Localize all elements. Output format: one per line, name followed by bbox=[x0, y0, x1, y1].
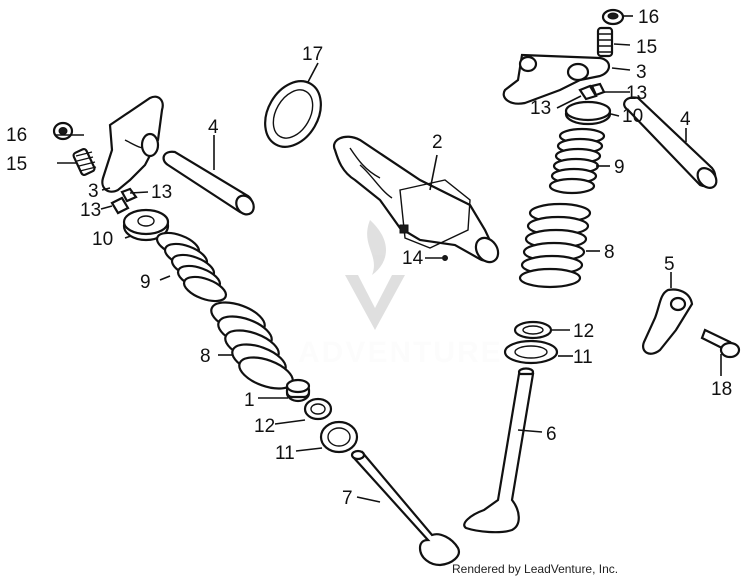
callout-13-left-a: 13 bbox=[151, 182, 172, 203]
part-4-right-rocker-shaft bbox=[623, 96, 718, 189]
part-4-left-rocker-shaft bbox=[162, 150, 255, 216]
part-13-left-collets bbox=[110, 187, 138, 215]
callout-9-right: 9 bbox=[614, 157, 625, 178]
callout-16-left: 16 bbox=[6, 125, 27, 146]
leader-lines bbox=[56, 15, 722, 503]
callout-13-right-b: 13 bbox=[530, 98, 551, 119]
part-13-right-collets bbox=[578, 82, 606, 101]
part-9-right-inner-spring bbox=[548, 127, 606, 195]
part-12-left-washer bbox=[303, 397, 333, 421]
callout-15-left: 15 bbox=[6, 154, 27, 175]
callout-17: 17 bbox=[302, 44, 323, 65]
part-8-right-outer-spring bbox=[518, 202, 592, 289]
callout-13-right-a: 13 bbox=[626, 83, 647, 104]
callout-10-left: 10 bbox=[92, 229, 113, 250]
callout-13-left-b: 13 bbox=[80, 200, 101, 221]
part-8-left-outer-spring bbox=[210, 301, 294, 390]
callout-5: 5 bbox=[664, 254, 675, 275]
callout-3-left: 3 bbox=[88, 181, 99, 202]
part-11-right-seat bbox=[503, 339, 559, 365]
callout-3-right: 3 bbox=[636, 62, 647, 83]
part-9-left-inner-spring bbox=[155, 231, 228, 303]
part-12-right-washer bbox=[513, 320, 553, 340]
callout-11-right: 11 bbox=[573, 347, 593, 368]
render-credit: Rendered by LeadVenture, Inc. bbox=[452, 562, 619, 576]
callout-11-left: 11 bbox=[275, 443, 295, 464]
part-10-left-retainer bbox=[122, 208, 170, 242]
callouts: 17 2 4 4 16 15 3 13 13 10 9 8 1 12 11 7 … bbox=[6, 7, 732, 509]
part-10-right-retainer bbox=[564, 100, 612, 126]
callout-16-right: 16 bbox=[638, 7, 659, 28]
callout-6: 6 bbox=[546, 424, 557, 445]
part-16-right-nut bbox=[601, 8, 625, 26]
callout-15-right: 15 bbox=[636, 37, 657, 58]
part-2-camshaft bbox=[332, 135, 500, 264]
callout-2: 2 bbox=[432, 132, 443, 153]
part-11-left-seat bbox=[319, 420, 359, 454]
part-1-stem-seal bbox=[285, 378, 311, 403]
callout-4-left: 4 bbox=[208, 117, 219, 138]
part-18-bolt bbox=[700, 328, 741, 359]
callout-18: 18 bbox=[711, 379, 732, 400]
callout-8-left: 8 bbox=[200, 346, 211, 367]
callout-4-right: 4 bbox=[680, 109, 691, 130]
callout-14: 14 bbox=[402, 248, 424, 269]
part-16-left-nut bbox=[52, 121, 74, 141]
part-3-left-rocker-arm bbox=[101, 95, 164, 193]
callout-12-right: 12 bbox=[573, 321, 594, 342]
part-5-bracket bbox=[642, 288, 694, 355]
callout-1: 1 bbox=[244, 390, 255, 411]
watermark-text: ADVENTURE bbox=[298, 336, 503, 369]
part-7-left-valve bbox=[350, 449, 460, 567]
callout-10-right: 10 bbox=[622, 106, 643, 127]
part-17-ring bbox=[264, 80, 322, 148]
part-6-right-valve bbox=[463, 367, 535, 534]
part-15-left-adjuster bbox=[72, 148, 97, 176]
callout-8-right: 8 bbox=[604, 242, 615, 263]
callout-9-left: 9 bbox=[140, 272, 151, 293]
callout-12-left: 12 bbox=[254, 416, 275, 437]
watermark: ADVENTURE bbox=[298, 220, 503, 369]
part-3-right-rocker-arm bbox=[502, 53, 611, 105]
part-14-pin bbox=[442, 255, 448, 261]
callout-7: 7 bbox=[342, 488, 353, 509]
part-15-right-adjuster bbox=[596, 26, 614, 58]
